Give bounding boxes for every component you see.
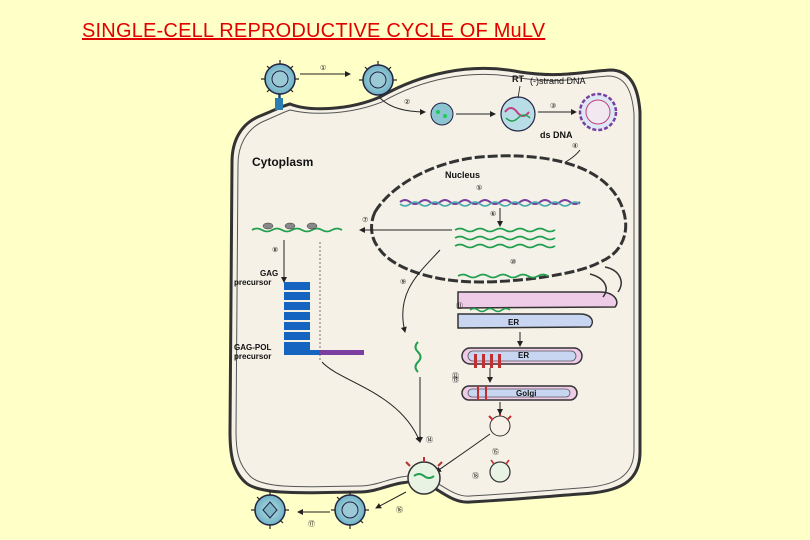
step-18-label: ⑱ [472,472,479,480]
mulv-cycle-diagram: Cytoplasm ① ② [220,52,650,540]
step-11-label: ⑪ [456,302,463,310]
gag-precursor-label-line1: GAG [260,269,278,278]
ds-dna-label: ds DNA [540,130,573,140]
ribosome-icon [262,222,318,230]
step-3-label: ③ [550,102,556,110]
reverse-transcription-complex-icon [500,96,536,132]
cytoplasmic-mrna-icon [251,227,343,233]
viral-core-icon [430,102,454,126]
step-14-label: ⑭ [426,436,433,444]
step-2-label: ② [404,98,410,106]
step-6-label: ⑥ [490,210,496,218]
step-10-label: ⑩ [510,258,516,266]
step-13-label: ⑬ [452,376,459,384]
gag-precursor-label-line2: precursor [234,278,271,287]
step-5-label: ⑤ [476,184,482,192]
fusing-virion-icon [359,61,397,96]
env-vesicle-icon [488,411,512,437]
budding-virion-icon [405,457,443,495]
step-17-label: ⑰ [308,520,315,528]
minus-strand-dna-label: (-)strand DNA [530,76,586,86]
rough-er-icon [457,266,622,329]
nucleus-label: Nucleus [445,170,480,180]
rt-label: RT [512,74,524,84]
cytoplasm-label: Cytoplasm [252,155,313,169]
viral-rna-transcripts-icon [454,227,556,249]
receptor-icon [275,98,283,110]
gagpol-precursor-label-line2: precursor [234,352,271,361]
budding-virion-right-icon [489,459,511,483]
er-with-env-icon [461,347,583,368]
virion-icon [261,60,299,98]
mature-virion-icon [251,491,289,529]
provirus-dna-icon [399,199,581,207]
er-label-1: ER [508,318,519,327]
slide-title: SINGLE-CELL REPRODUCTIVE CYCLE OF MuLV [82,20,546,42]
step-9-label: ⑨ [400,278,406,286]
er-label-2: ER [518,351,529,360]
gag-polyprotein-icon [284,282,310,350]
step-7-label: ⑦ [362,216,368,224]
immature-virion-icon [331,491,369,529]
step-12-label: ⑫ [452,372,459,380]
gagpol-precursor-label-line1: GAG-POL [234,343,271,352]
step-8-label: ⑧ [272,246,278,254]
step-4-label: ④ [572,142,578,150]
golgi-icon [461,385,578,401]
ds-dna-circle-icon [578,92,618,132]
nucleus-envelope [370,154,628,284]
step-16-label: ⑯ [396,506,403,514]
golgi-label: Golgi [516,389,536,398]
step-15-label: ⑮ [492,448,499,456]
step-1-label: ① [320,64,326,72]
genomic-rna-icon [414,341,422,373]
